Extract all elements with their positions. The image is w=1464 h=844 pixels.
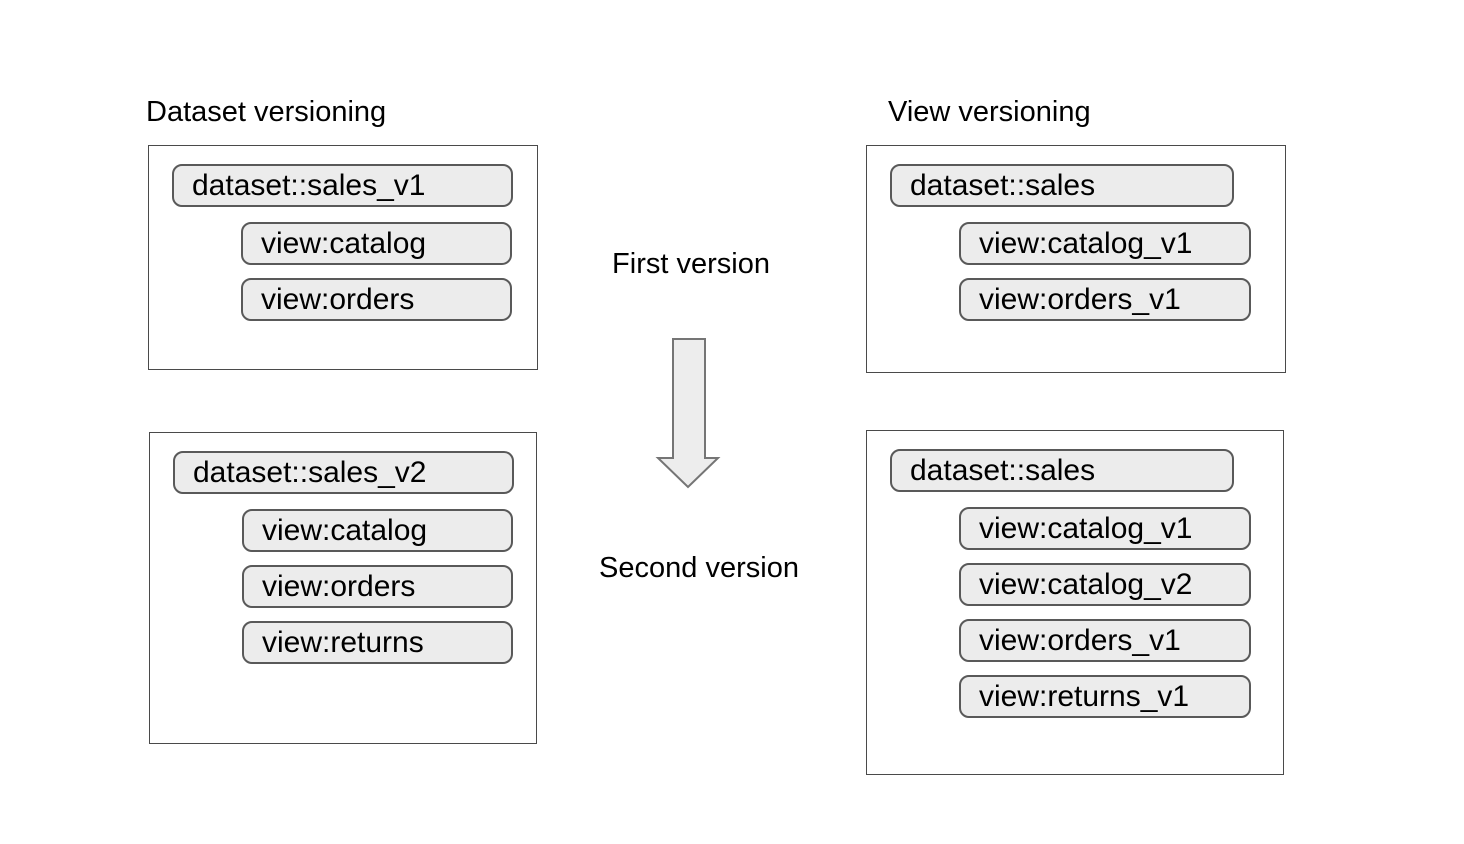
dataset-pill: dataset::sales_v1 <box>172 164 513 207</box>
view-pill: view:orders_v1 <box>959 278 1251 321</box>
view-pill: view:orders <box>241 278 512 321</box>
down-arrow-icon <box>655 338 721 489</box>
dataset-pill: dataset::sales <box>890 164 1234 207</box>
view-versioning-title: View versioning <box>888 96 1091 128</box>
view-pill: view:returns_v1 <box>959 675 1251 718</box>
second-version-label: Second version <box>599 552 799 584</box>
dataset-versioning-title: Dataset versioning <box>146 96 387 128</box>
view-pill: view:returns <box>242 621 513 664</box>
view-pill: view:orders_v1 <box>959 619 1251 662</box>
dataset-pill: dataset::sales_v2 <box>173 451 514 494</box>
view-versioning-v2-box: dataset::sales view:catalog_v1 view:cata… <box>866 430 1284 775</box>
view-pill: view:catalog_v1 <box>959 222 1251 265</box>
view-pill: view:orders <box>242 565 513 608</box>
dataset-pill: dataset::sales <box>890 449 1234 492</box>
view-versioning-v1-box: dataset::sales view:catalog_v1 view:orde… <box>866 145 1286 373</box>
view-pill: view:catalog <box>242 509 513 552</box>
view-pill: view:catalog_v1 <box>959 507 1251 550</box>
dataset-versioning-v2-box: dataset::sales_v2 view:catalog view:orde… <box>149 432 537 744</box>
dataset-versioning-v1-box: dataset::sales_v1 view:catalog view:orde… <box>148 145 538 370</box>
view-pill: view:catalog_v2 <box>959 563 1251 606</box>
first-version-label: First version <box>612 248 770 280</box>
view-pill: view:catalog <box>241 222 512 265</box>
